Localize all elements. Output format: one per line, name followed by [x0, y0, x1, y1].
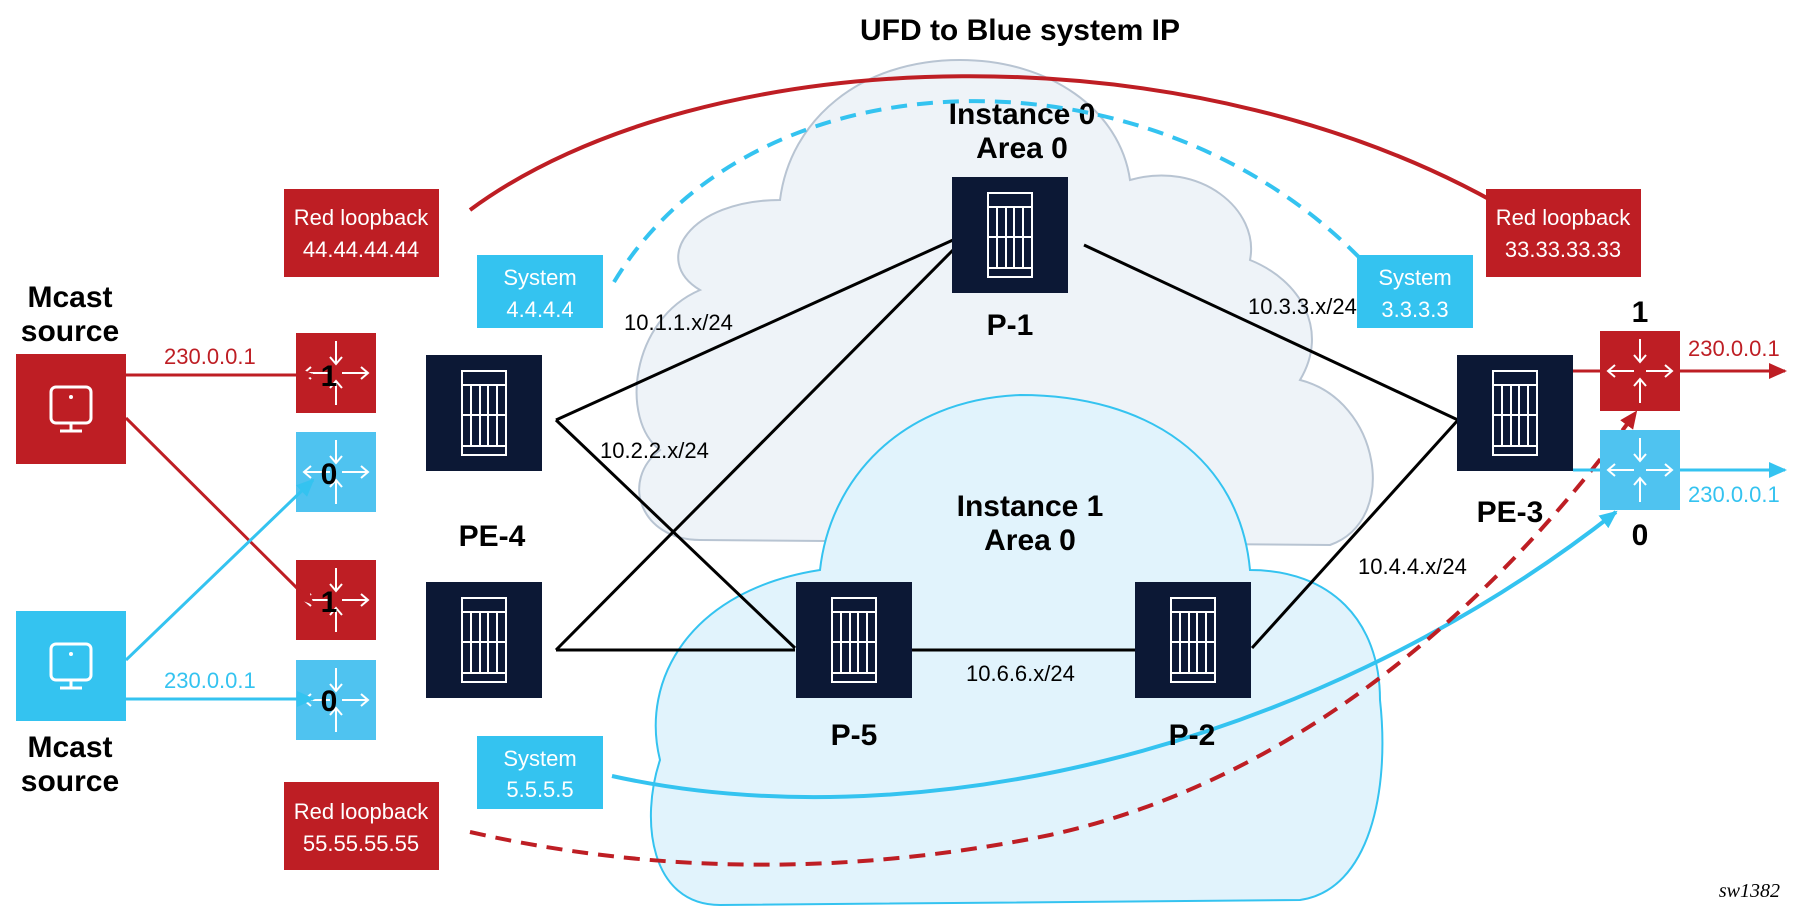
mrouter-pe3-blue[interactable]: [1600, 430, 1680, 510]
group-label-red-in: 230.0.0.1: [164, 344, 256, 369]
box-line2: 44.44.44.44: [303, 237, 419, 262]
subnet-label: 10.2.2.x/24: [600, 438, 709, 463]
system-box-pe4: System 4.4.4.4: [477, 255, 603, 328]
group-label-blue-in: 230.0.0.1: [164, 668, 256, 693]
subnet-label: 10.3.3.x/24: [1248, 294, 1357, 319]
red-loopback-box-pe4: Red loopback 44.44.44.44: [284, 189, 439, 277]
box-line2: 55.55.55.55: [303, 831, 419, 856]
links: [554, 238, 1460, 652]
mcast-source-blue[interactable]: [16, 611, 126, 721]
system-box-pe4-lower: System 5.5.5.5: [477, 736, 603, 809]
instance-number: 1: [1632, 296, 1649, 329]
link-p1-pe3: [1083, 243, 1459, 422]
box-line1: System: [1378, 265, 1451, 290]
diagram-title: UFD to Blue system IP: [860, 14, 1180, 47]
instance-number: 0: [321, 458, 338, 491]
box-line2: 3.3.3.3: [1381, 297, 1448, 322]
instance-number: 1: [321, 586, 338, 619]
router-p5[interactable]: P-5: [795, 581, 913, 752]
cloud1-label-line1: Instance 1: [957, 490, 1104, 523]
mrouter-pe3-red[interactable]: [1600, 331, 1680, 411]
red-stream-arrow-bottom: [124, 416, 315, 606]
router-label-p5: P-5: [831, 719, 878, 752]
group-label-red-out: 230.0.0.1: [1688, 336, 1780, 361]
router-label-pe3: PE-3: [1477, 496, 1544, 529]
mcast-source-red[interactable]: [16, 354, 126, 464]
ufd-blue-dashed-arc: [612, 99, 1388, 289]
box-line1: System: [503, 265, 576, 290]
box-line2: 5.5.5.5: [506, 777, 573, 802]
cloud0-label-line2: Area 0: [976, 132, 1068, 165]
blue-stream-arrow-top: [124, 478, 315, 662]
cloud1-label-line2: Area 0: [984, 524, 1076, 557]
link-pe4a-p1: [555, 238, 954, 422]
box-line2: 4.4.4.4: [506, 297, 573, 322]
box-line2: 33.33.33.33: [1505, 237, 1621, 262]
instance-number: 0: [321, 685, 338, 718]
instance-number: 0: [1632, 519, 1649, 552]
router-pe3[interactable]: PE-3: [1456, 354, 1574, 529]
router-pe4-upper[interactable]: [425, 354, 543, 472]
router-label-p2: P-2: [1169, 719, 1216, 752]
red-loopback-dashed-arc: [469, 410, 1638, 867]
blue-system-arc: [611, 510, 1618, 800]
box-line1: Red loopback: [294, 799, 430, 824]
mrouter-pe4a-blue[interactable]: [296, 432, 376, 512]
subnet-label: 10.1.1.x/24: [624, 310, 733, 335]
link-p2-pe3: [1250, 418, 1460, 650]
link-pe4a-p5: [554, 418, 797, 650]
group-label-blue-out: 230.0.0.1: [1688, 482, 1780, 507]
system-box-pe3: System 3.3.3.3: [1357, 255, 1473, 328]
box-line1: Red loopback: [294, 205, 430, 230]
router-label-p1: P-1: [987, 309, 1034, 342]
figure-id: sw1382: [1719, 880, 1780, 902]
router-pe4-lower[interactable]: [425, 581, 543, 699]
instance-number: 1: [321, 360, 338, 393]
source-red-label-line1: Mcast: [27, 281, 112, 314]
box-line1: System: [503, 746, 576, 771]
subnet-label: 10.4.4.x/24: [1358, 554, 1467, 579]
red-loopback-box-pe3: Red loopback 33.33.33.33: [1486, 189, 1641, 277]
source-blue-label-line2: source: [21, 765, 119, 798]
source-blue-label-line1: Mcast: [27, 731, 112, 764]
red-loopback-box-pe4-lower: Red loopback 55.55.55.55: [284, 782, 439, 870]
subnet-label: 10.6.6.x/24: [966, 661, 1075, 686]
cloud-instance-0: [635, 58, 1374, 547]
router-p2[interactable]: P-2: [1134, 581, 1252, 752]
link-pe4b-p1: [554, 248, 955, 652]
router-label-pe4: PE-4: [459, 520, 526, 553]
ufd-red-arc: [468, 74, 1527, 222]
box-line1: Red loopback: [1496, 205, 1632, 230]
router-p1[interactable]: P-1: [951, 176, 1069, 342]
source-red-label-line2: source: [21, 315, 119, 348]
